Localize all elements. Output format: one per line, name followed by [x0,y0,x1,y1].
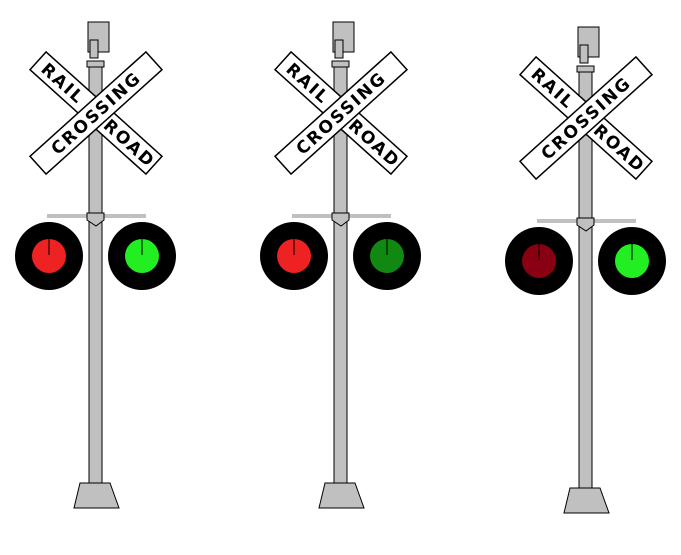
right-light [615,244,649,278]
left-light [277,239,311,273]
sign-text-road: ROAD [344,116,404,173]
right-light [370,239,404,273]
sign-text-road: ROAD [589,121,649,178]
left-light [32,239,66,273]
right-light [125,239,159,273]
crossing-signal-2: RAIL ROAD CROSSING [259,21,422,509]
crossing-signal-3: RAIL ROAD CROSSING [504,26,667,514]
sign-text-road: ROAD [99,116,159,173]
crossing-signal-1: RAIL ROAD CROSSING [14,21,177,509]
left-light [522,244,556,278]
